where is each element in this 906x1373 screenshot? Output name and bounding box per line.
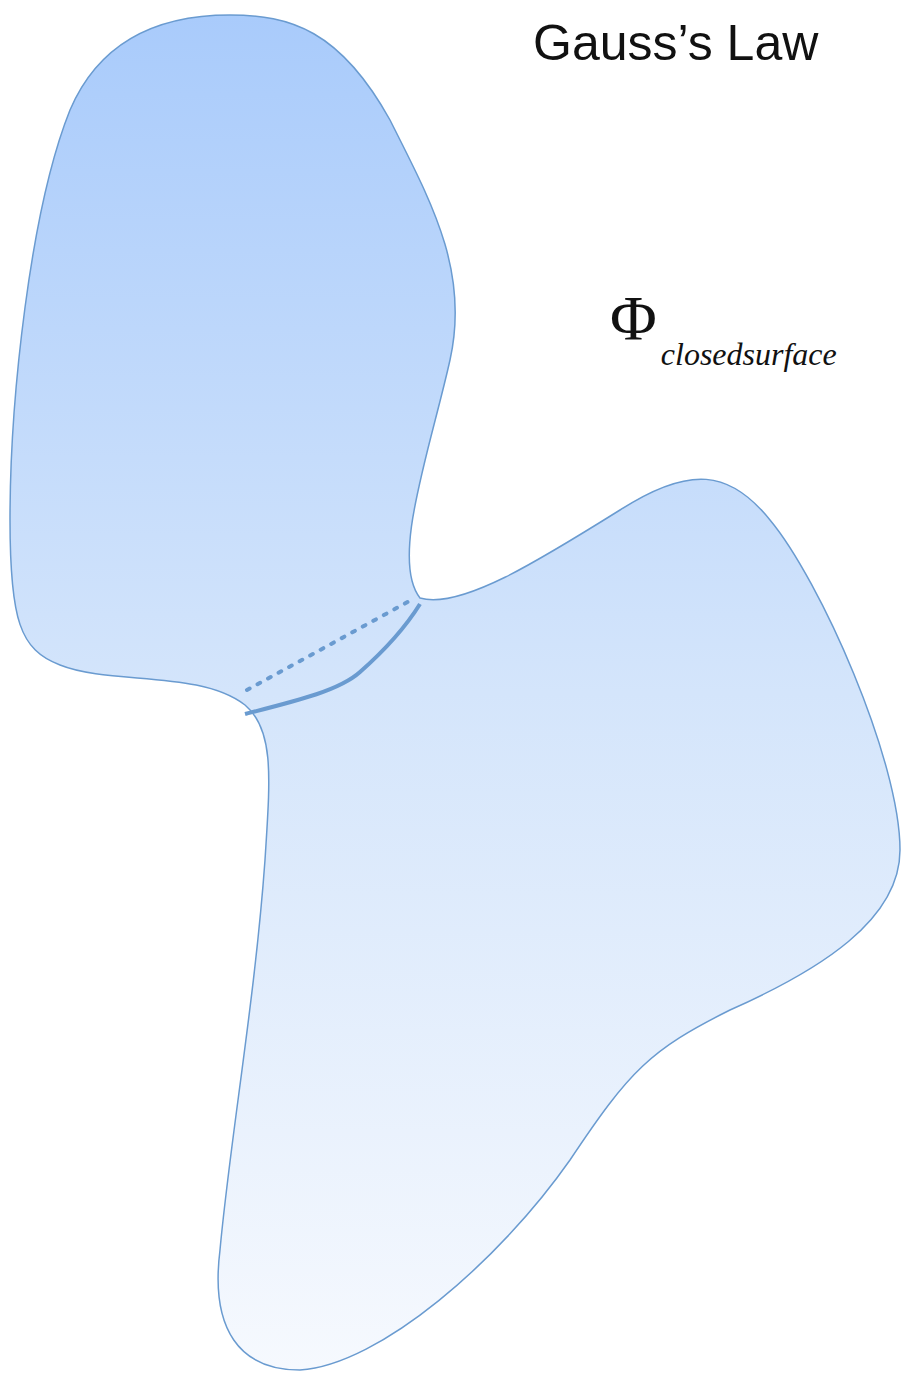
surface-outline [10, 15, 900, 1370]
slide-title: Gauss’s Law [533, 14, 818, 72]
neck-front-line [245, 604, 420, 714]
flux-subscript: closedsurface [661, 336, 837, 373]
flux-symbol: Φ [610, 282, 657, 356]
